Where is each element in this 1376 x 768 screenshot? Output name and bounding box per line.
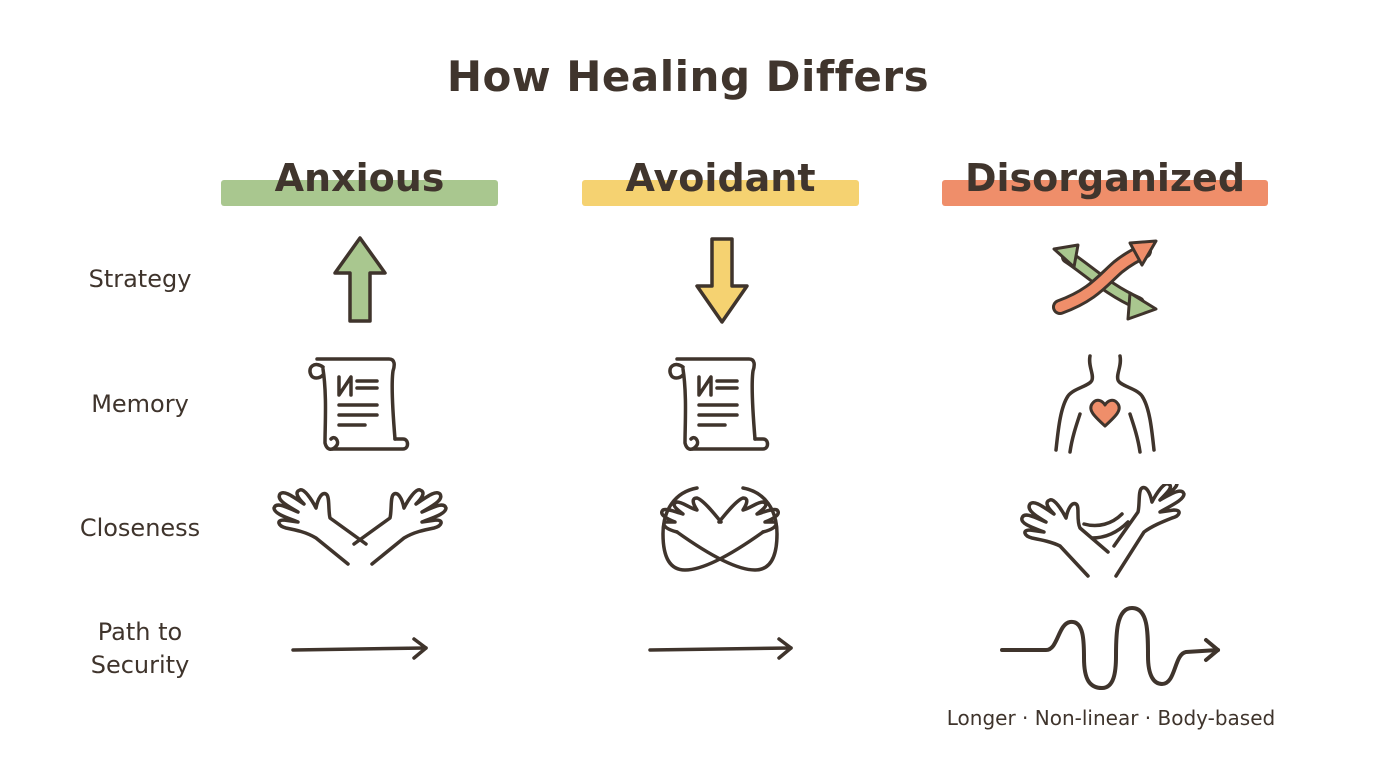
column-label: Anxious	[274, 156, 445, 200]
highlight-bar	[582, 180, 859, 206]
row-label-memory: Memory	[91, 390, 189, 418]
crossed-arrows-icon	[1048, 235, 1163, 325]
column-header-avoidant: Avoidant	[582, 152, 859, 212]
scroll-narrative-icon	[665, 355, 775, 455]
self-hug-crossed-arms-icon	[655, 484, 785, 576]
row-label-path-to-security: Path to Security	[50, 616, 230, 682]
row-label-closeness: Closeness	[79, 514, 201, 542]
row-label-strategy: Strategy	[88, 265, 192, 293]
column-label: Disorganized	[964, 156, 1246, 200]
column-label: Avoidant	[625, 156, 816, 200]
straight-arrow-icon	[290, 636, 432, 662]
column-header-anxious: Anxious	[221, 152, 498, 212]
disorganized-path-note: Longer · Non-linear · Body-based	[946, 706, 1276, 730]
page-title: How Healing Differs	[446, 52, 930, 101]
scroll-narrative-icon	[305, 355, 415, 455]
arms-push-pull-icon	[1018, 484, 1188, 580]
body-heart-icon	[1050, 352, 1160, 458]
highlight-bar	[221, 180, 498, 206]
column-header-disorganized: Disorganized	[942, 152, 1268, 212]
open-arms-reaching-icon	[270, 488, 450, 568]
row-label-line: Path to	[97, 618, 183, 646]
arrow-up-icon	[330, 233, 390, 327]
wavy-path-arrow-icon	[998, 602, 1228, 694]
straight-arrow-icon	[647, 636, 797, 662]
row-label-line: Security	[90, 651, 190, 679]
highlight-bar	[942, 180, 1268, 206]
arrow-down-icon	[692, 234, 752, 328]
